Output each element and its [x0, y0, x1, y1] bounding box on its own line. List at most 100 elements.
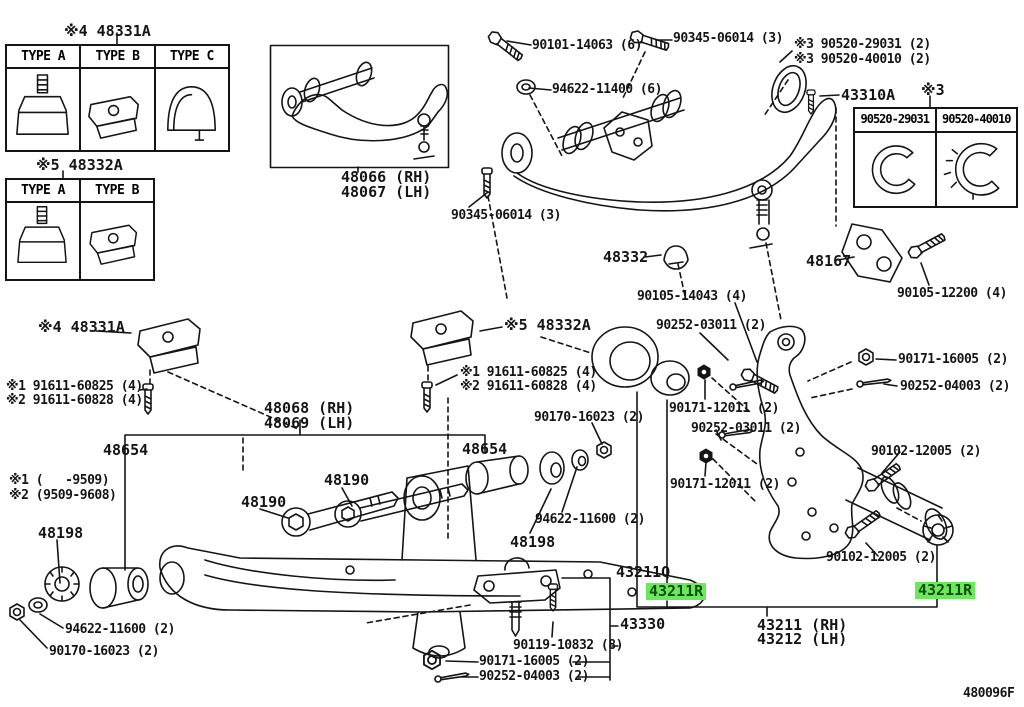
mount-48332a-sketch [410, 310, 474, 366]
label-90252-03011-b: 90252-03011 (2) [691, 421, 801, 436]
label-48332a-mid: ※5 48332A [504, 316, 591, 334]
nut-icon [9, 603, 25, 621]
label-43211r-highlighted-left[interactable]: 43211R [646, 583, 707, 600]
label-91611-60828-b: ※2 91611-60828 (4) [460, 379, 597, 394]
label-90170-16023-b: 90170-16023 (2) [49, 644, 159, 659]
label-90102-12005-b: 90102-12005 (2) [826, 550, 936, 565]
bolt-icon [842, 507, 884, 542]
nut-icon [596, 441, 612, 459]
ball-joint-43330-sketch [473, 557, 561, 637]
label-note-2: ※2 (9509-9608) [9, 488, 117, 503]
screw-icon [547, 583, 559, 612]
label-43310a: 43310A [841, 86, 896, 104]
washer-48198-mid-icon [539, 451, 565, 485]
label-90171-16005-b: 90171-16005 (2) [479, 654, 589, 669]
screw-icon [481, 167, 493, 199]
label-48069: 48069 (LH) [264, 414, 355, 432]
knuckle-arm-48167-sketch [841, 223, 903, 283]
label-90105-14043: 90105-14043 (4) [637, 289, 747, 304]
label-91611-60825-a: ※1 91611-60825 (4) [6, 379, 143, 394]
table-48332a-col-type-a: TYPE A [7, 180, 81, 279]
table-90520-title: ※3 [921, 81, 945, 99]
table-48331a: TYPE A TYPE B TYPE C [5, 44, 230, 152]
column-header: TYPE B [81, 46, 154, 69]
label-48190-b: 48190 [241, 493, 287, 511]
bolt-icon [485, 28, 526, 64]
upper-control-arm-assembly-sketch [501, 89, 837, 249]
label-43211-rh: 43211 (RH) [757, 616, 848, 634]
label-48068: 48068 (RH) [264, 399, 355, 417]
dust-seal-icon [591, 326, 659, 388]
washer-icon [28, 597, 48, 613]
label-94622-11600-b: 94622-11600 (2) [65, 622, 175, 637]
label-90520-29031: ※3 90520-29031 (2) [794, 37, 931, 52]
label-48654-left: 48654 [103, 441, 149, 459]
label-43211q: 43211Q [616, 563, 671, 581]
label-90105-12200: 90105-12200 (4) [897, 286, 1007, 301]
bushing-48654-left-icon [89, 567, 149, 609]
column-header: TYPE B [81, 180, 153, 203]
mount-type-b-icon [88, 95, 140, 139]
label-48331a-mid: ※4 48331A [38, 318, 125, 336]
table-48331a-title: ※4 48331A [64, 22, 151, 40]
label-90345-06014-mid: 90345-06014 (3) [451, 208, 561, 223]
screw-icon [806, 89, 816, 115]
drawing-code: 480096F [963, 686, 1015, 701]
label-90171-12011-a: 90171-12011 (2) [669, 401, 779, 416]
label-48066: 48066 (RH) [341, 168, 432, 186]
snap-ring-icon [871, 145, 916, 195]
label-43211r-highlighted-right[interactable]: 43211R [915, 582, 976, 599]
column-header: TYPE A [7, 46, 80, 69]
grease-cap-48332-icon [663, 245, 689, 270]
bolt-icon [862, 460, 904, 495]
box-upper-arm-48066 [269, 44, 450, 169]
nut-icon [858, 348, 874, 366]
label-91611-60828-a: ※2 91611-60828 (4) [6, 393, 143, 408]
cotter-pin-icon [855, 378, 892, 389]
label-48190-a: 48190 [324, 471, 370, 489]
mount-type-a-icon [16, 74, 69, 135]
label-48198-mid: 48198 [510, 533, 556, 551]
label-note-1: ※1 ( -9509) [9, 473, 110, 488]
label-94622-11400: 94622-11400 (6) [552, 82, 662, 97]
label-90252-04003-b: 90252-04003 (2) [479, 669, 589, 684]
label-90102-12005-a: 90102-12005 (2) [871, 444, 981, 459]
label-90252-04003-a: 90252-04003 (2) [900, 379, 1010, 394]
bolt-icon [906, 230, 948, 261]
table-90520: 90520-29031 90520-40010 [853, 107, 1018, 208]
upper-control-arm-sketch [281, 61, 449, 160]
label-91611-60825-b: ※1 91611-60825 (4) [460, 365, 597, 380]
label-94622-11600-a: 94622-11600 (2) [535, 512, 645, 527]
washer-48198-left-icon [44, 566, 80, 602]
column-header: TYPE A [7, 180, 79, 203]
column-header: 90520-40010 [936, 109, 1016, 133]
washer-icon [516, 79, 536, 95]
cotter-pin-icon [728, 378, 765, 392]
label-48654-mid: 48654 [462, 440, 508, 458]
label-48067: 48067 (LH) [341, 183, 432, 201]
bolt-icon [739, 366, 781, 397]
label-90170-16023-a: 90170-16023 (2) [534, 410, 644, 425]
label-48332: 48332 [603, 248, 649, 266]
label-90345-06014-top: 90345-06014 (3) [673, 31, 783, 46]
label-90119-10832: 90119-10832 (8) [513, 638, 623, 653]
table-48331a-col-type-b: TYPE B [81, 46, 156, 150]
snap-ring-toothed-icon [943, 142, 999, 200]
nut-icon [697, 364, 711, 380]
mount-type-a-icon [17, 205, 67, 264]
mount-48331a-sketch [137, 318, 201, 374]
cotter-pin-icon [433, 671, 470, 684]
table-90520-col-40010: 90520-40010 [936, 109, 1016, 206]
table-90520-col-29031: 90520-29031 [855, 109, 937, 206]
label-90101-14063: 90101-14063 (6) [532, 38, 642, 53]
label-43330: 43330 [620, 615, 666, 633]
cam-bolt-icon [281, 483, 469, 537]
bushing-icon [650, 360, 690, 396]
label-90171-12011-b: 90171-12011 (2) [670, 477, 780, 492]
label-90520-40010: ※3 90520-40010 (2) [794, 52, 931, 67]
mount-type-b-icon [89, 224, 138, 265]
label-48167: 48167 [806, 252, 852, 270]
seal-ring-icon [771, 64, 807, 114]
column-header: TYPE C [155, 46, 228, 69]
